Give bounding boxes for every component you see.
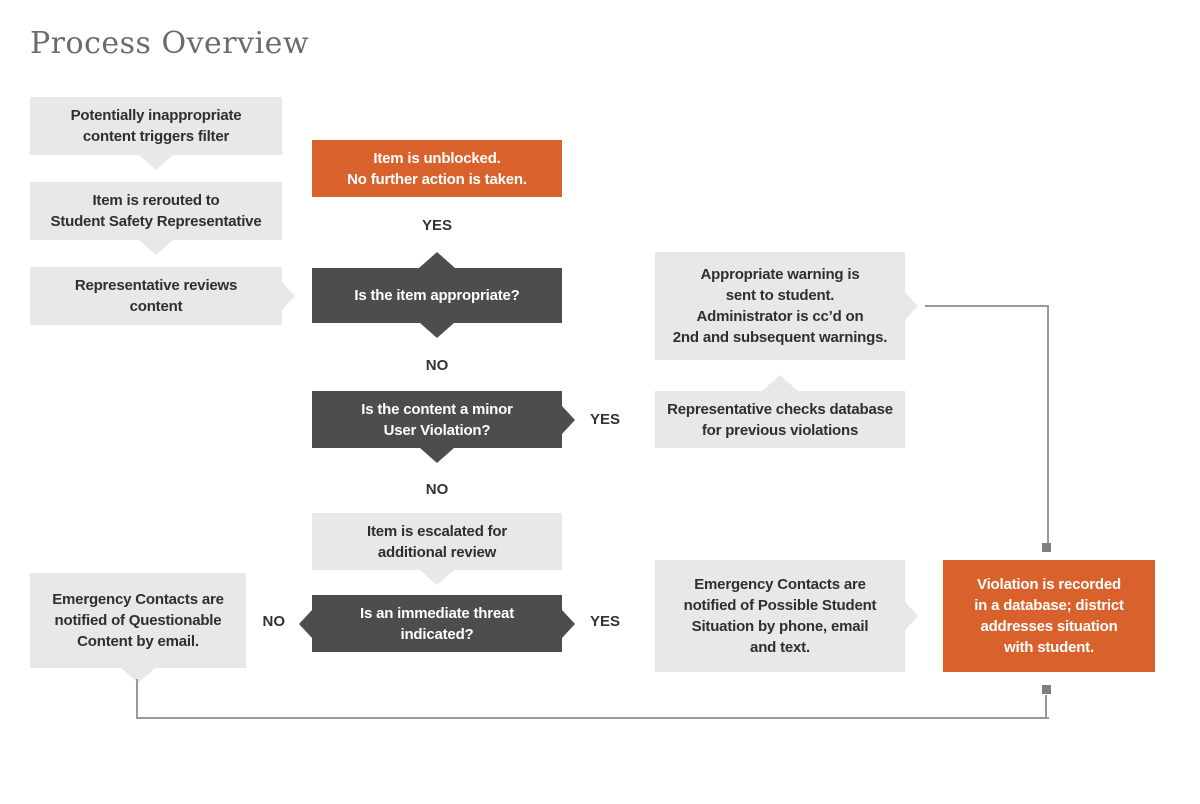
arrow-right-icon xyxy=(282,282,295,310)
node-notify-email: Emergency Contacts are notified of Quest… xyxy=(30,573,246,683)
node-question-minor-violation: Is the content a minor User Violation? xyxy=(312,391,575,463)
node-notify-phone-text: Emergency Contacts are notified of Possi… xyxy=(683,576,877,656)
arrow-right-icon xyxy=(905,602,918,630)
label-yes-threat: YES xyxy=(590,613,621,630)
node-escalated: Item is escalated for additional review xyxy=(312,513,562,585)
node-notify-phone: Emergency Contacts are notified of Possi… xyxy=(655,560,918,672)
node-trigger-text: Potentially inappropriate content trigge… xyxy=(70,107,242,145)
arrow-down-icon xyxy=(420,570,454,585)
node-question-immediate-threat-text: Is an immediate threat indicated? xyxy=(360,604,514,643)
arrow-down-icon xyxy=(121,668,155,683)
node-escalated-text: Item is escalated for additional review xyxy=(366,522,508,561)
node-review-text: Representative reviews content xyxy=(74,277,238,315)
label-yes-appropriate: YES xyxy=(421,217,453,234)
node-question-appropriate-text: Is the item appropriate? xyxy=(354,287,520,304)
arrow-up-icon xyxy=(419,252,455,268)
connector-endpoint-icon xyxy=(1042,685,1051,694)
node-unblocked-text: Item is unblocked. No further action is … xyxy=(347,149,527,188)
node-violation-recorded-text: Violation is recorded in a database; dis… xyxy=(974,576,1124,656)
label-yes-minor: YES xyxy=(590,411,621,428)
arrow-down-icon xyxy=(420,448,454,463)
node-notify-email-text: Emergency Contacts are notified of Quest… xyxy=(52,591,224,650)
arrow-right-icon xyxy=(905,292,918,320)
node-trigger: Potentially inappropriate content trigge… xyxy=(30,97,282,170)
arrow-right-icon xyxy=(562,609,575,638)
arrow-left-icon xyxy=(299,609,312,638)
node-question-minor-violation-text: Is the content a minor User Violation? xyxy=(361,400,513,439)
node-question-appropriate: Is the item appropriate? xyxy=(312,252,562,338)
arrow-right-icon xyxy=(562,405,575,434)
node-check-database-text: Representative checks database for previ… xyxy=(667,400,893,439)
label-no-threat: NO xyxy=(262,613,286,630)
connector-email-to-recorded xyxy=(136,679,1049,719)
node-check-database: Representative checks database for previ… xyxy=(655,375,905,448)
node-reroute-text: Item is rerouted to Student Safety Repre… xyxy=(50,192,262,230)
arrow-down-icon xyxy=(139,155,173,170)
connector-endpoint-icon xyxy=(1042,543,1051,552)
connector-warning-to-recorded xyxy=(925,305,1049,547)
arrow-down-icon xyxy=(420,323,454,338)
node-unblocked: Item is unblocked. No further action is … xyxy=(312,140,562,197)
label-no-appropriate: NO xyxy=(425,357,449,374)
connector-email-to-recorded-stub xyxy=(1045,695,1047,718)
arrow-up-icon xyxy=(762,375,798,391)
node-warning-sent-text: Appropriate warning is sent to student. … xyxy=(672,266,888,346)
node-review: Representative reviews content xyxy=(30,267,295,325)
label-no-minor: NO xyxy=(425,481,449,498)
page-title: Process Overview xyxy=(30,26,310,61)
node-reroute: Item is rerouted to Student Safety Repre… xyxy=(30,182,282,255)
node-warning-sent: Appropriate warning is sent to student. … xyxy=(655,252,918,360)
node-question-immediate-threat: Is an immediate threat indicated? xyxy=(299,595,575,652)
node-violation-recorded: Violation is recorded in a database; dis… xyxy=(943,560,1155,672)
arrow-down-icon xyxy=(139,240,173,255)
